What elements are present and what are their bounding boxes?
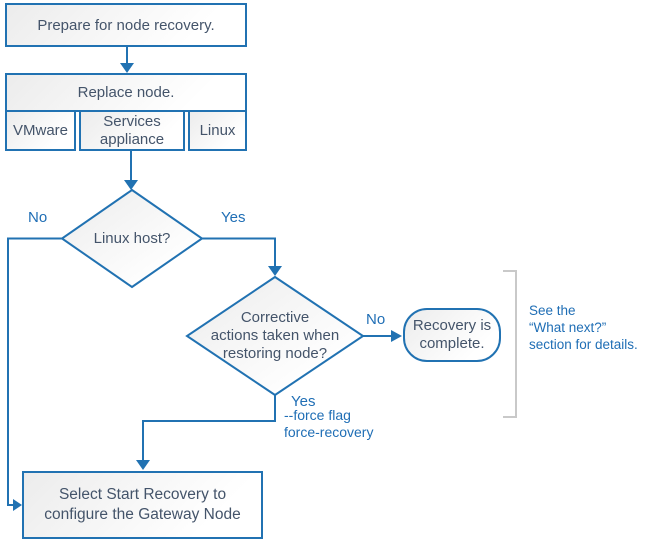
annotation-bracket xyxy=(503,270,517,418)
side-note-line: “What next?” xyxy=(529,320,607,335)
terminator-recovery-complete: Recovery is complete. xyxy=(403,308,501,362)
platform-cell-linux: Linux xyxy=(188,110,247,151)
terminator-label-line: Recovery is xyxy=(412,317,492,334)
side-note-what-next: See the “What next?” section for details… xyxy=(529,302,638,353)
side-note-line: See the xyxy=(529,303,576,318)
arrowhead-icon xyxy=(120,63,134,73)
arrowhead-icon xyxy=(136,460,150,470)
connector-yes-to-corrective xyxy=(202,237,276,267)
branch-label-yes-linuxhost: Yes xyxy=(221,209,246,226)
force-flag-note: --force flag force-recovery xyxy=(284,407,373,441)
connector-force-to-startrecovery xyxy=(142,395,276,461)
terminator-label-line: complete. xyxy=(419,335,485,352)
force-flag-note-line: force-recovery xyxy=(284,424,374,440)
branch-label-yes-corrective: Yes xyxy=(291,393,316,410)
step-label-line: Select Start Recovery to xyxy=(58,486,227,503)
decision-corrective-actions-shape xyxy=(185,275,365,397)
decision-linux-host-shape xyxy=(60,188,204,289)
force-flag-note-line: --force flag xyxy=(284,407,351,423)
step-label: Replace node. xyxy=(77,84,175,101)
branch-label-no-corrective: No xyxy=(366,311,386,328)
arrowhead-icon xyxy=(391,330,402,342)
platform-label-line: appliance xyxy=(99,130,165,148)
step-label-line: configure the Gateway Node xyxy=(44,506,241,523)
branch-label-no-linuxhost: No xyxy=(28,209,48,226)
step-label: Prepare for node recovery. xyxy=(37,16,215,34)
connector-no-to-startrecovery xyxy=(7,237,62,506)
arrowhead-icon xyxy=(268,266,282,276)
arrowhead-icon xyxy=(124,180,138,190)
step-prepare-node-recovery: Prepare for node recovery. xyxy=(5,3,247,47)
arrowhead-icon xyxy=(13,499,22,511)
step-replace-node: Replace node. xyxy=(5,73,247,112)
platform-cell-services-appliance: Services appliance xyxy=(79,110,185,151)
platform-label-line: Services xyxy=(103,112,161,130)
platform-cell-vmware: VMware xyxy=(5,110,76,151)
step-start-recovery: Select Start Recovery to configure the G… xyxy=(22,471,263,539)
platform-label: Linux xyxy=(199,122,236,139)
side-note-line: section for details. xyxy=(529,337,638,352)
platform-label: VMware xyxy=(12,122,68,139)
